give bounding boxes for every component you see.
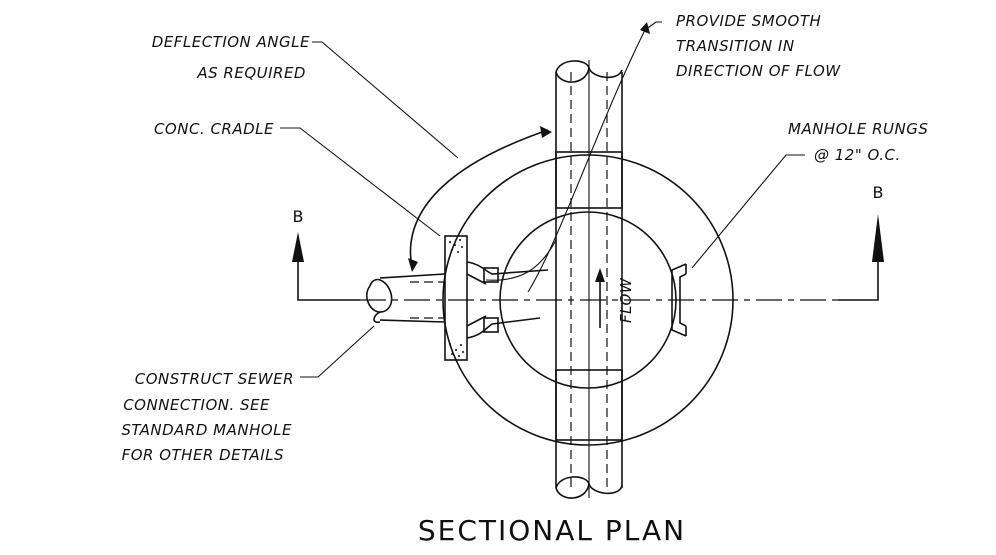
connection-label-line3: STANDARD MANHOLE [121,421,292,439]
manhole-outer-wall [442,154,734,446]
side-connection-pipe [365,239,557,339]
manhole-rungs [671,263,687,337]
manhole [442,154,734,446]
rungs-label-line1: MANHOLE RUNGS [788,120,928,138]
section-label-right: B [873,183,884,202]
rungs-leader [691,154,805,269]
transition-arrow [527,29,646,293]
section-label-left: B [293,207,304,226]
drawing-title: SECTIONAL PLAN [418,514,686,547]
connection-label-line2: CONNECTION. SEE [123,396,270,414]
pipe-collar-top [555,151,623,209]
connection-label-line1: CONSTRUCT SEWER [135,370,294,388]
pipe-collar-bottom [555,369,623,441]
transition-label-line2: TRANSITION IN [676,37,795,55]
deflection-label-line2: AS REQUIRED [196,64,306,82]
section-cut-line: B B [292,183,884,301]
deflection-angle-arc [409,129,549,269]
section-arrow-left [292,232,304,262]
cradle-label: CONC. CRADLE [154,120,274,138]
manhole-inner-wall [499,211,677,389]
deflection-label-line1: DEFLECTION ANGLE [152,33,310,51]
transition-label-line1: PROVIDE SMOOTH [676,12,821,30]
connection-label-line4: FOR OTHER DETAILS [122,446,284,464]
concrete-cradle [444,235,468,361]
rungs-label-line2: @ 12" O.C. [814,146,901,164]
deflection-leader [312,41,459,159]
flow-label: FLOW [617,277,635,323]
transition-label-line3: DIRECTION OF FLOW [676,62,841,80]
main-sewer-pipe: FLOW [555,60,635,499]
section-arrow-right [872,214,884,262]
cradle-leader [280,127,441,237]
connection-leader [300,325,375,378]
